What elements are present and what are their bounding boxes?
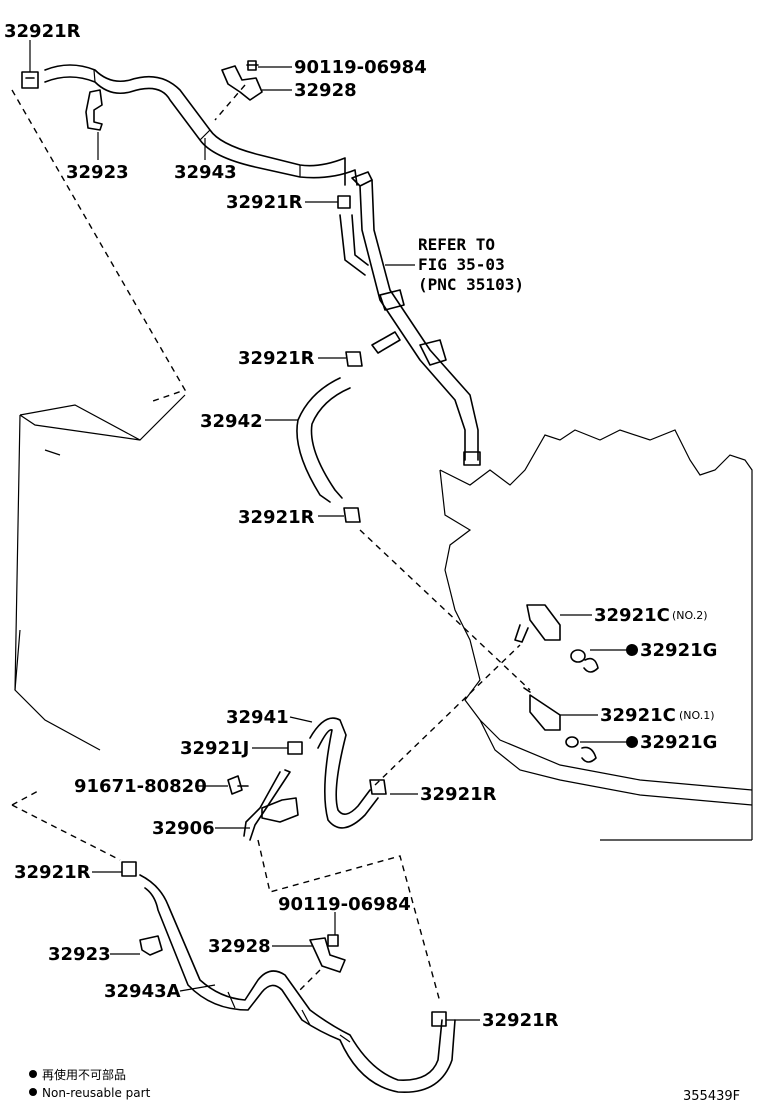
label-32921J[interactable]: 32921J xyxy=(180,738,249,759)
dashed-guide-lines xyxy=(11,84,531,1003)
bolt-90119-bottom[interactable] xyxy=(327,934,339,947)
gasket-32921G-upper[interactable] xyxy=(570,649,599,673)
bolt-90119-top[interactable] xyxy=(246,60,259,71)
clamp-32928-bottom[interactable] xyxy=(309,937,346,973)
legend-dot-2 xyxy=(29,1088,37,1096)
bracket-32906[interactable] xyxy=(243,769,299,841)
legend-line1: 再使用不可部品 xyxy=(42,1067,126,1082)
clip-32921R-bottom-left[interactable] xyxy=(121,861,137,877)
label-32921C-no2[interactable]: 32921C xyxy=(594,605,670,626)
label-32921C-no2-tag: (NO.2) xyxy=(672,609,708,622)
label-32943A[interactable]: 32943A xyxy=(104,981,181,1002)
clip-32921R-upper-mid[interactable] xyxy=(337,195,351,209)
figure-code: 355439F xyxy=(683,1089,740,1104)
connector-32921C-no1[interactable] xyxy=(523,687,561,731)
hose-32943[interactable] xyxy=(44,64,358,186)
bracket-32923-bottom[interactable] xyxy=(139,935,163,956)
label-32921R-mid[interactable]: 32921R xyxy=(238,348,315,369)
clip-32921R-bottom-right[interactable] xyxy=(431,1011,447,1027)
label-32921C-no1-tag: (NO.1) xyxy=(679,709,715,722)
label-90119-top[interactable]: 90119-06984 xyxy=(294,57,427,78)
hose-32941[interactable] xyxy=(309,717,379,829)
clamp-32928-top[interactable] xyxy=(221,65,263,101)
label-32921R-top-left[interactable]: 32921R xyxy=(4,21,81,42)
bracket-32923-top[interactable] xyxy=(85,89,103,131)
label-32928-bottom[interactable]: 32928 xyxy=(208,936,271,957)
label-32923-bottom[interactable]: 32923 xyxy=(48,944,111,965)
gasket-32921G-lower[interactable] xyxy=(565,736,597,763)
label-32906[interactable]: 32906 xyxy=(152,818,215,839)
leader-lines xyxy=(29,40,626,1021)
vent-pipe-assembly xyxy=(339,171,481,466)
refer-note-line2: FIG 35-03 xyxy=(418,255,505,274)
label-32941[interactable]: 32941 xyxy=(226,707,289,728)
refer-note-line1: REFER TO xyxy=(418,235,495,254)
label-32928-top[interactable]: 32928 xyxy=(294,80,357,101)
clip-32921J[interactable] xyxy=(287,741,303,755)
label-32921R-bottom-left[interactable]: 32921R xyxy=(14,862,91,883)
label-32921C-no1[interactable]: 32921C xyxy=(600,705,676,726)
label-90119-bottom[interactable]: 90119-06984 xyxy=(278,894,411,915)
label-32923-top[interactable]: 32923 xyxy=(66,162,129,183)
plug-91671[interactable] xyxy=(227,775,249,795)
legend-dot-1 xyxy=(29,1070,37,1078)
non-reusable-markers xyxy=(626,644,638,748)
connector-32921C-no2[interactable] xyxy=(514,604,561,643)
clip-32921R-top-left[interactable] xyxy=(21,71,39,89)
label-32943[interactable]: 32943 xyxy=(174,162,237,183)
label-32921R-upper-mid[interactable]: 32921R xyxy=(226,192,303,213)
legend-line2: Non-reusable part xyxy=(42,1086,151,1100)
label-32921G-upper[interactable]: 32921G xyxy=(640,640,717,661)
label-32921R-bottom-right[interactable]: 32921R xyxy=(482,1010,559,1031)
clip-32921R-lower-right[interactable] xyxy=(369,779,387,795)
label-32921R-lower-right[interactable]: 32921R xyxy=(420,784,497,805)
clip-32921R-mid[interactable] xyxy=(345,351,363,367)
label-32942[interactable]: 32942 xyxy=(200,411,263,432)
transmission-body-outline xyxy=(14,394,753,841)
label-32921G-lower[interactable]: 32921G xyxy=(640,732,717,753)
hose-32942[interactable] xyxy=(296,377,351,503)
legend: 再使用不可部品 Non-reusable part xyxy=(29,1067,151,1100)
clip-32921R-mid-lower[interactable] xyxy=(343,507,361,523)
label-91671[interactable]: 91671-80820 xyxy=(74,776,207,797)
hose-32943A[interactable] xyxy=(139,874,456,1093)
label-32921R-mid-lower[interactable]: 32921R xyxy=(238,507,315,528)
refer-note-line3[interactable]: (PNC 35103) xyxy=(418,275,524,294)
